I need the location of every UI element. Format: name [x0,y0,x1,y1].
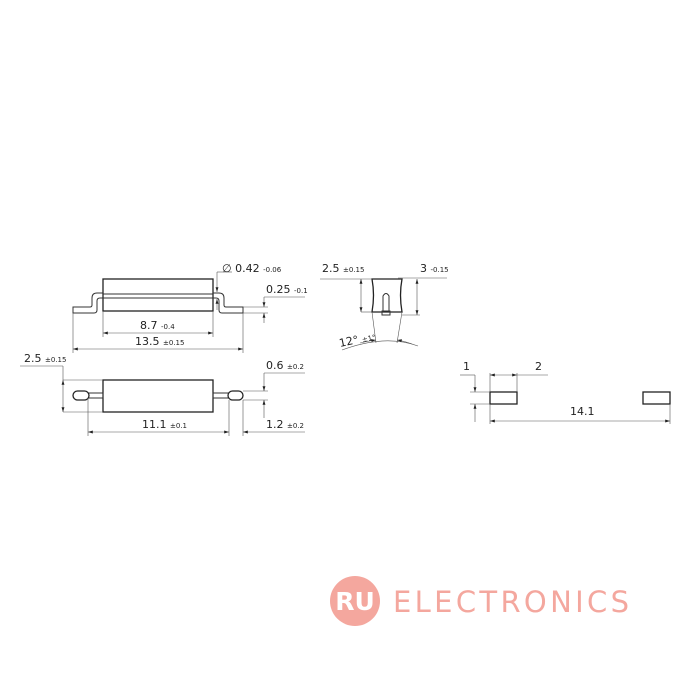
pad-width-footprint-label: 2 [535,360,542,373]
side-height-label: 3 -0.15 [420,262,449,275]
reed-body-side [371,278,403,313]
body-length-label: 8.7 -0.4 [140,319,175,332]
right-lead [213,292,244,314]
pad-span-label: 14.1 [570,405,595,418]
svg-text:ELECTRONICS: ELECTRONICS [393,585,630,619]
reed-body-top [102,278,214,312]
reed-body-bottom [102,379,214,413]
left-lead [72,292,103,314]
taper-angle-label: 12° ±1° [338,330,377,350]
svg-text:RU: RU [335,587,375,616]
side-width-label: 2.5 ±0.15 [322,262,364,275]
ru-electronics-logo: RU ELECTRONICS [330,576,630,626]
right-pad [227,390,244,401]
footprint-pad-left [489,391,518,405]
lead-span-label: 11.1 ±0.1 [142,418,187,431]
pad-length-label: 1.2 ±0.2 [266,418,304,431]
overall-length-label: 13.5 ±0.15 [135,335,184,348]
left-pad [72,390,90,401]
pad-width-label: 0.6 ±0.2 [266,359,304,372]
body-height-label: 2.5 ±0.15 [24,352,66,365]
pad-height-label: 1 [463,360,470,373]
lead-diameter-label: ∅ 0.42 -0.06 [222,262,282,275]
diameter-icon: ∅ [222,262,232,275]
top-view: 8.7 -0.4 13.5 ±0.15 ∅ 0.42 -0.06 0.25 -0… [72,262,308,353]
footprint-pad-right [642,391,671,405]
bottom-view: 2.5 ±0.15 11.1 ±0.1 1.2 ±0.2 0.6 ±0.2 [20,352,305,436]
lead-thickness-label: 0.25 -0.1 [266,283,308,296]
side-view: 2.5 ±0.15 3 -0.15 12° ±1° [320,262,449,351]
footprint: 1 2 14.1 [460,360,671,424]
